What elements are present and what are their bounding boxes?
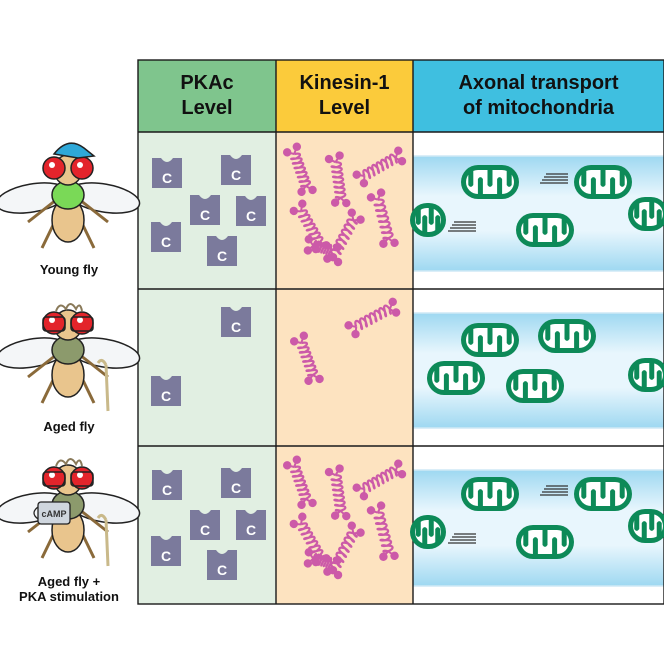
header-kinesin: Kinesin-1 Level: [299, 72, 390, 119]
mitochondrion-icon: [516, 525, 574, 559]
kinesin-molecule-icon: [282, 455, 317, 509]
kinesin-molecule-icon: [366, 501, 399, 561]
mitochondrion-icon: [628, 358, 664, 392]
mug-label: cAMP: [41, 509, 66, 519]
fly-leg: [79, 508, 109, 534]
pkac-c-icon: C: [236, 510, 266, 540]
mitochondrion-icon: [410, 515, 446, 549]
kinesin-molecule-icon: [344, 297, 401, 339]
pkac-c-icon: C: [221, 307, 251, 337]
fly-icon: [0, 142, 141, 249]
fly-eye: [70, 156, 94, 180]
fly-icon: [0, 303, 141, 412]
fly-eye: [42, 156, 66, 180]
pkac-letter: C: [231, 319, 241, 335]
pkac-c-icon: C: [221, 468, 251, 498]
column-header-bg: [138, 60, 276, 132]
kinesin-molecule-icon: [324, 151, 351, 208]
mitochondrion-icon: [574, 477, 632, 511]
fly-leg: [79, 353, 109, 379]
mitochondrion-icon: [574, 165, 632, 199]
cap-icon: [52, 142, 96, 159]
pkac-letter: C: [231, 480, 241, 496]
kinesin-molecule-icon: [352, 459, 407, 501]
pkac-c-icon: C: [151, 536, 181, 566]
cane-icon: [96, 513, 110, 567]
label-young-fly: Young fly: [39, 262, 99, 277]
pkac-letter: C: [162, 482, 172, 498]
mitochondrion-icon: [628, 197, 664, 231]
pkac-c-icon: C: [152, 158, 182, 188]
pkac-c-icon: C: [190, 510, 220, 540]
pkac-c-icon: C: [221, 155, 251, 185]
kinesin-molecule-icon: [352, 146, 407, 188]
pkac-c-icon: C: [151, 222, 181, 252]
pkac-letter: C: [246, 522, 256, 538]
camp-mug-icon: cAMP: [33, 501, 71, 525]
pkac-letter: C: [161, 234, 171, 250]
mitochondrion-icon: [410, 203, 446, 237]
label-aged-fly: Aged fly: [43, 419, 95, 434]
mitochondrion-icon: [461, 323, 519, 357]
mitochondrion-icon: [506, 369, 564, 403]
kinesin-molecule-icon: [303, 548, 342, 575]
table-border: [137, 59, 664, 605]
pkac-c-icon: C: [190, 195, 220, 225]
kinesin-molecule-icon: [324, 464, 351, 521]
mitochondrion-icon: [461, 477, 519, 511]
pkac-c-icon: C: [236, 196, 266, 226]
pkac-letter: C: [162, 170, 172, 186]
kinesin-molecule-icon: [303, 235, 342, 262]
mitochondrion-icon: [461, 165, 519, 199]
pkac-c-icon: C: [152, 470, 182, 500]
pkac-letter: C: [246, 208, 256, 224]
fly-leg: [79, 198, 109, 224]
mitochondrion-icon: [427, 361, 485, 395]
hair-icon: [55, 303, 83, 312]
header-pkac: PKAc Level: [180, 72, 234, 119]
pkac-letter: C: [200, 207, 210, 223]
pkac-letter: C: [231, 167, 241, 183]
fly-icon: [0, 458, 141, 567]
header-axonal-transport: Axonal transport of mitochondria: [458, 72, 619, 119]
pkac-c-icon: C: [207, 236, 237, 266]
pkac-letter: C: [161, 548, 171, 564]
glasses-icon: [42, 316, 66, 332]
label-aged-fly-pka: Aged fly + PKA stimulation: [19, 574, 119, 604]
mitochondrion-icon: [628, 509, 664, 543]
pkac-letter: C: [200, 522, 210, 538]
kinesin-molecule-icon: [282, 142, 317, 196]
pkac-c-icon: C: [151, 376, 181, 406]
pkac-c-icon: C: [207, 550, 237, 580]
kinesin-molecule-icon: [289, 331, 324, 385]
fly-leg: [27, 353, 57, 379]
pkac-letter: C: [217, 248, 227, 264]
column-header-bg: [413, 60, 664, 132]
hair-icon: [55, 458, 83, 467]
mitochondrion-icon: [516, 213, 574, 247]
pkac-letter: C: [217, 562, 227, 578]
mitochondrion-icon: [538, 319, 596, 353]
cane-icon: [96, 358, 110, 412]
column-header-bg: [276, 60, 413, 132]
fly-leg: [27, 198, 57, 224]
pkac-letter: C: [161, 388, 171, 404]
kinesin-molecule-icon: [366, 188, 399, 248]
glasses-icon: [42, 471, 66, 487]
